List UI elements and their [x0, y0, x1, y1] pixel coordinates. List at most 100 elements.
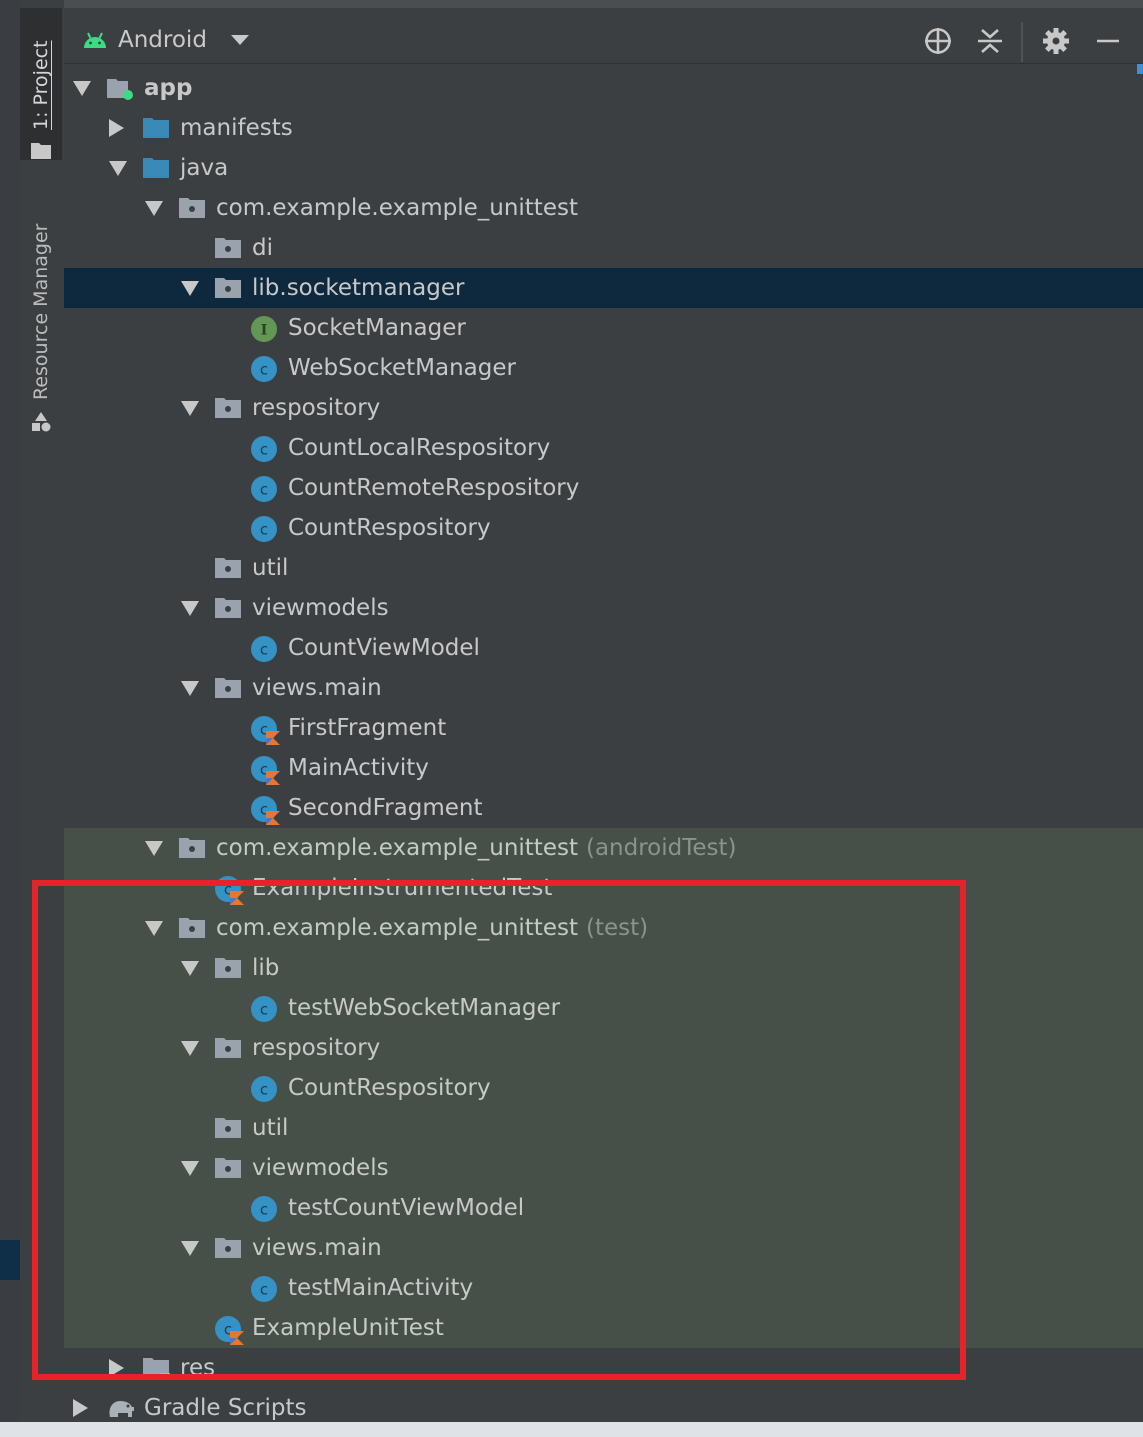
expanded-arrow-icon[interactable]: [181, 401, 199, 416]
expanded-arrow-icon[interactable]: [181, 681, 199, 696]
expanded-arrow-icon[interactable]: [145, 201, 163, 216]
gear-icon: [1043, 28, 1069, 54]
kotlin-class-icon: c: [214, 875, 244, 905]
settings-button[interactable]: [1039, 24, 1073, 58]
package-icon: [214, 1235, 242, 1259]
expanded-arrow-icon[interactable]: [181, 1041, 199, 1056]
tree-row[interactable]: util: [64, 548, 1143, 588]
tree-row[interactable]: respository: [64, 1028, 1143, 1068]
expanded-arrow-icon[interactable]: [145, 921, 163, 936]
tree-row[interactable]: com.example.example_unittest(androidTest…: [64, 828, 1143, 868]
module-icon: [106, 75, 134, 100]
tree-item-label: respository: [252, 1035, 381, 1061]
class-icon: c: [250, 635, 278, 662]
gradle-elephant-icon: [106, 1395, 134, 1419]
svg-text:c: c: [224, 881, 232, 899]
class-icon: c: [250, 515, 278, 542]
tree-row[interactable]: respository: [64, 388, 1143, 428]
tree-row[interactable]: c ExampleInstrumentedTest: [64, 868, 1143, 908]
package-icon: [214, 275, 242, 299]
tree-item-label: SocketManager: [288, 315, 466, 341]
svg-text:c: c: [260, 441, 268, 459]
tree-row[interactable]: util: [64, 1108, 1143, 1148]
expanded-arrow-icon[interactable]: [73, 81, 91, 96]
collapsed-arrow-icon[interactable]: [109, 119, 124, 137]
left-edge-strip: [0, 0, 20, 1437]
tree-item-label: util: [252, 555, 289, 581]
tree-item-label: viewmodels: [252, 595, 389, 621]
collapsed-arrow-icon[interactable]: [73, 1399, 88, 1417]
expanded-arrow-icon[interactable]: [181, 1241, 199, 1256]
tree-item-label: testWebSocketManager: [288, 995, 561, 1021]
tree-item-label: manifests: [180, 115, 293, 141]
tree-item-label: ExampleInstrumentedTest: [252, 875, 553, 901]
left-edge-selection: [0, 1240, 20, 1280]
expanded-arrow-icon[interactable]: [181, 961, 199, 976]
tree-item-label-group: com.example.example_unittest(test): [216, 915, 648, 941]
tree-row[interactable]: res: [64, 1348, 1143, 1388]
tree-row[interactable]: app: [64, 68, 1143, 108]
tree-row[interactable]: com.example.example_unittest: [64, 188, 1143, 228]
tree-item-label: WebSocketManager: [288, 355, 516, 381]
svg-text:c: c: [260, 721, 268, 739]
tree-row[interactable]: viewmodels: [64, 588, 1143, 628]
view-selector[interactable]: Android: [82, 20, 249, 60]
source-set-suffix: (test): [585, 915, 649, 941]
tree-row[interactable]: manifests: [64, 108, 1143, 148]
tab-project[interactable]: 1: Project: [20, 8, 62, 160]
tree-item-label: lib.socketmanager: [252, 275, 465, 301]
tree-row[interactable]: lib: [64, 948, 1143, 988]
res-folder-icon: [142, 1355, 170, 1380]
tree-item-label: respository: [252, 395, 381, 421]
tree-row[interactable]: views.main: [64, 1228, 1143, 1268]
svg-text:c: c: [224, 1321, 232, 1339]
tree-row[interactable]: com.example.example_unittest(test): [64, 908, 1143, 948]
tree-row[interactable]: lib.socketmanager: [64, 268, 1143, 308]
collapsed-arrow-icon[interactable]: [109, 1359, 124, 1377]
expanded-arrow-icon[interactable]: [109, 161, 127, 176]
chevron-down-icon: [230, 35, 249, 45]
tab-resource-manager[interactable]: Resource Manager: [20, 196, 62, 432]
collapse-all-button[interactable]: [973, 24, 1007, 58]
package-icon: [214, 595, 242, 619]
svg-text:c: c: [260, 481, 268, 499]
package-icon: [214, 555, 242, 579]
tree-row[interactable]: viewmodels: [64, 1148, 1143, 1188]
tree-item-label-group: com.example.example_unittest(androidTest…: [216, 835, 737, 861]
svg-text:c: c: [260, 1201, 268, 1219]
tree-item-label: MainActivity: [288, 755, 429, 781]
expanded-arrow-icon[interactable]: [181, 281, 199, 296]
expanded-arrow-icon[interactable]: [145, 841, 163, 856]
tree-item-label: di: [252, 235, 273, 261]
locate-button[interactable]: [921, 24, 955, 58]
tree-row[interactable]: di: [64, 228, 1143, 268]
tree-row[interactable]: java: [64, 148, 1143, 188]
minimize-icon: [1097, 39, 1119, 43]
tree-row[interactable]: Gradle Scripts: [64, 1388, 1143, 1428]
tree-item-label: SecondFragment: [288, 795, 483, 821]
package-icon: [214, 675, 242, 699]
interface-icon: I: [250, 315, 278, 342]
minimize-button[interactable]: [1091, 24, 1125, 58]
android-icon: [84, 32, 106, 48]
expanded-arrow-icon[interactable]: [181, 1161, 199, 1176]
tree-item-label: com.example.example_unittest: [216, 195, 578, 221]
tree-row[interactable]: I SocketManager: [64, 308, 1143, 348]
class-icon: c: [250, 1275, 278, 1302]
tree-row[interactable]: views.main: [64, 668, 1143, 708]
class-icon: c: [250, 475, 278, 502]
expanded-arrow-icon[interactable]: [181, 601, 199, 616]
